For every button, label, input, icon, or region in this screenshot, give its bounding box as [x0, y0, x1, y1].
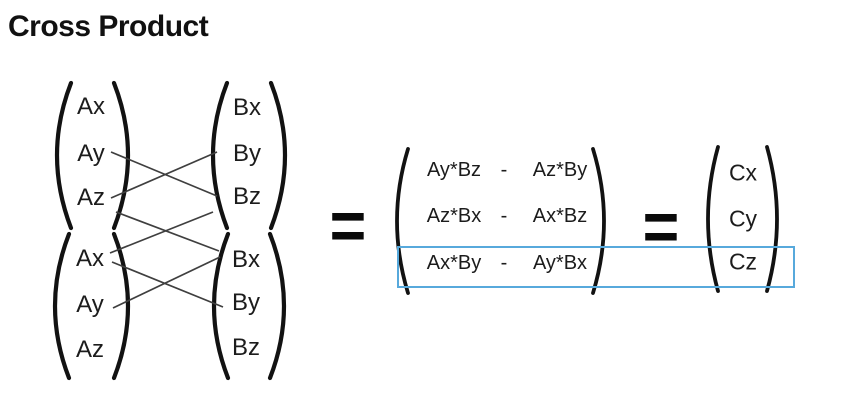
vector-b-bottom-x: Bx — [231, 246, 261, 273]
c-vector-z: Cz — [728, 248, 758, 275]
paren-b-bottom-left — [211, 231, 231, 381]
paren-a-top-right — [111, 80, 131, 231]
result-row2-minuend: Az*Bx — [426, 205, 482, 227]
equals-sign-second: = — [642, 186, 680, 266]
cross-line-ax2-by2 — [111, 261, 224, 308]
paren-b-top-right — [268, 80, 288, 231]
vector-b-bottom-y: By — [231, 289, 261, 316]
c-vector-y: Cy — [728, 205, 758, 232]
vector-b-top-y: By — [232, 140, 262, 167]
result-row1-subtrahend: Az*By — [532, 159, 588, 181]
cross-line-az1-bx2 — [115, 211, 220, 252]
vector-a-bottom-y: Ay — [76, 291, 104, 318]
vector-a-top-x: Ax — [76, 93, 106, 120]
paren-a-top-left — [54, 80, 74, 231]
paren-b-top-left — [210, 80, 230, 231]
result-row3-subtrahend: Ay*Bx — [532, 252, 588, 274]
c-vector-x: Cx — [728, 159, 758, 186]
cross-line-ay1-bz1 — [110, 151, 218, 197]
cross-line-ay2-bx2 — [112, 256, 221, 309]
vector-a-bottom-x: Ax — [75, 245, 105, 272]
highlight-box-cz-row — [397, 246, 795, 288]
vector-a-top-y: Ay — [77, 140, 105, 167]
vector-b-bottom-z: Bz — [231, 334, 261, 361]
result-row1-operator: - — [500, 159, 508, 181]
equals-sign-first: = — [329, 185, 367, 265]
paren-a-bottom-right — [111, 231, 131, 381]
result-row2-operator: - — [500, 205, 508, 227]
result-row3-minuend: Ax*By — [426, 252, 482, 274]
result-row2-subtrahend: Ax*Bz — [532, 205, 588, 227]
paren-a-bottom-left — [52, 231, 72, 381]
page-title: Cross Product — [8, 10, 209, 43]
vector-b-top-x: Bx — [232, 94, 262, 121]
vector-b-top-z: Bz — [232, 183, 262, 210]
cross-line-bz1-ax2 — [109, 211, 214, 254]
result-row3-operator: - — [500, 252, 508, 274]
vector-a-top-z: Az — [76, 184, 106, 211]
paren-b-bottom-right — [267, 231, 287, 381]
result-row1-minuend: Ay*Bz — [426, 159, 482, 181]
cross-line-az1-by1 — [110, 151, 218, 199]
vector-a-bottom-z: Az — [75, 336, 105, 363]
